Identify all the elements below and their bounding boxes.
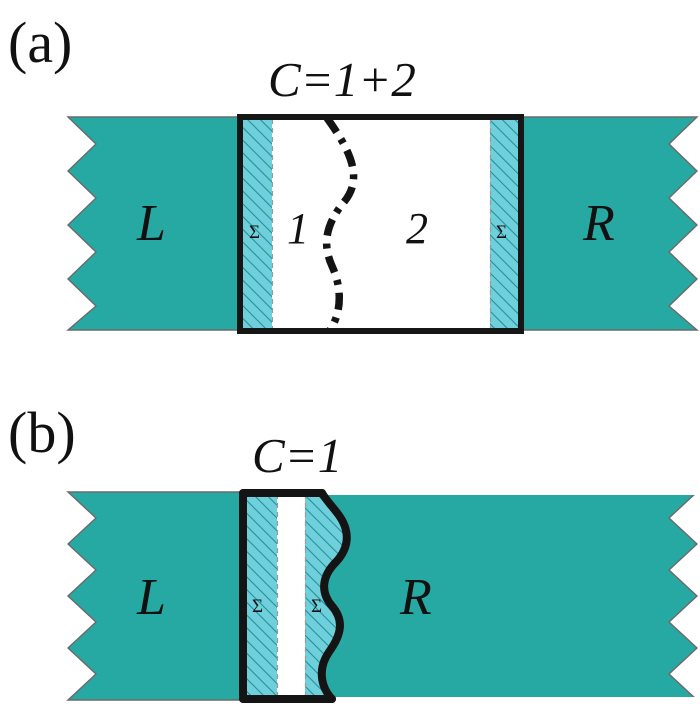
panel-b-left-bulk-slab: [66, 491, 247, 701]
panel-a-left-control-surface: [243, 119, 272, 329]
panel-b-tag: (b): [8, 400, 76, 465]
panel-a-sigma-right: Σ: [496, 222, 507, 243]
panel-b-left-control-surface: [246, 494, 277, 698]
panel-b-wavy-boundary: [317, 489, 351, 703]
panel-a-sigma-left: Σ: [249, 222, 260, 243]
panel-a-right-control-surface: [490, 119, 519, 329]
panel-a-cv-frame: [237, 114, 524, 334]
panel-a-cv-interior: [240, 117, 521, 331]
panel-b-sigma-left: Σ: [252, 596, 263, 617]
panel-a: (a) C=1+2 L R Σ Σ 1 2: [8, 10, 699, 334]
panel-b-cv-label: C=1: [252, 428, 342, 483]
panel-a-left-bulk-slab: [66, 116, 244, 331]
panel-b-right-bulk-slab: [321, 495, 699, 697]
panel-b-label-R: R: [399, 569, 432, 626]
panel-a-zone-2-label: 2: [406, 204, 428, 253]
panel-a-zone-interface-curve: [322, 115, 358, 333]
panel-b: (b) C=1 L R Σ: [8, 400, 699, 703]
panel-a-right-bulk-slab: [518, 116, 699, 331]
panel-b-right-bulk-slab-group: [321, 495, 699, 697]
panel-a-tag: (a): [8, 10, 72, 75]
panel-a-cv-label: C=1+2: [268, 52, 416, 107]
panel-b-sigma-right: Σ: [311, 596, 322, 617]
panel-b-label-L: L: [136, 569, 166, 626]
panel-a-zone-1-label: 1: [287, 204, 309, 253]
panel-b-cv-frame: [239, 489, 336, 703]
panel-a-label-L: L: [136, 195, 166, 252]
panel-a-label-R: R: [582, 195, 615, 252]
